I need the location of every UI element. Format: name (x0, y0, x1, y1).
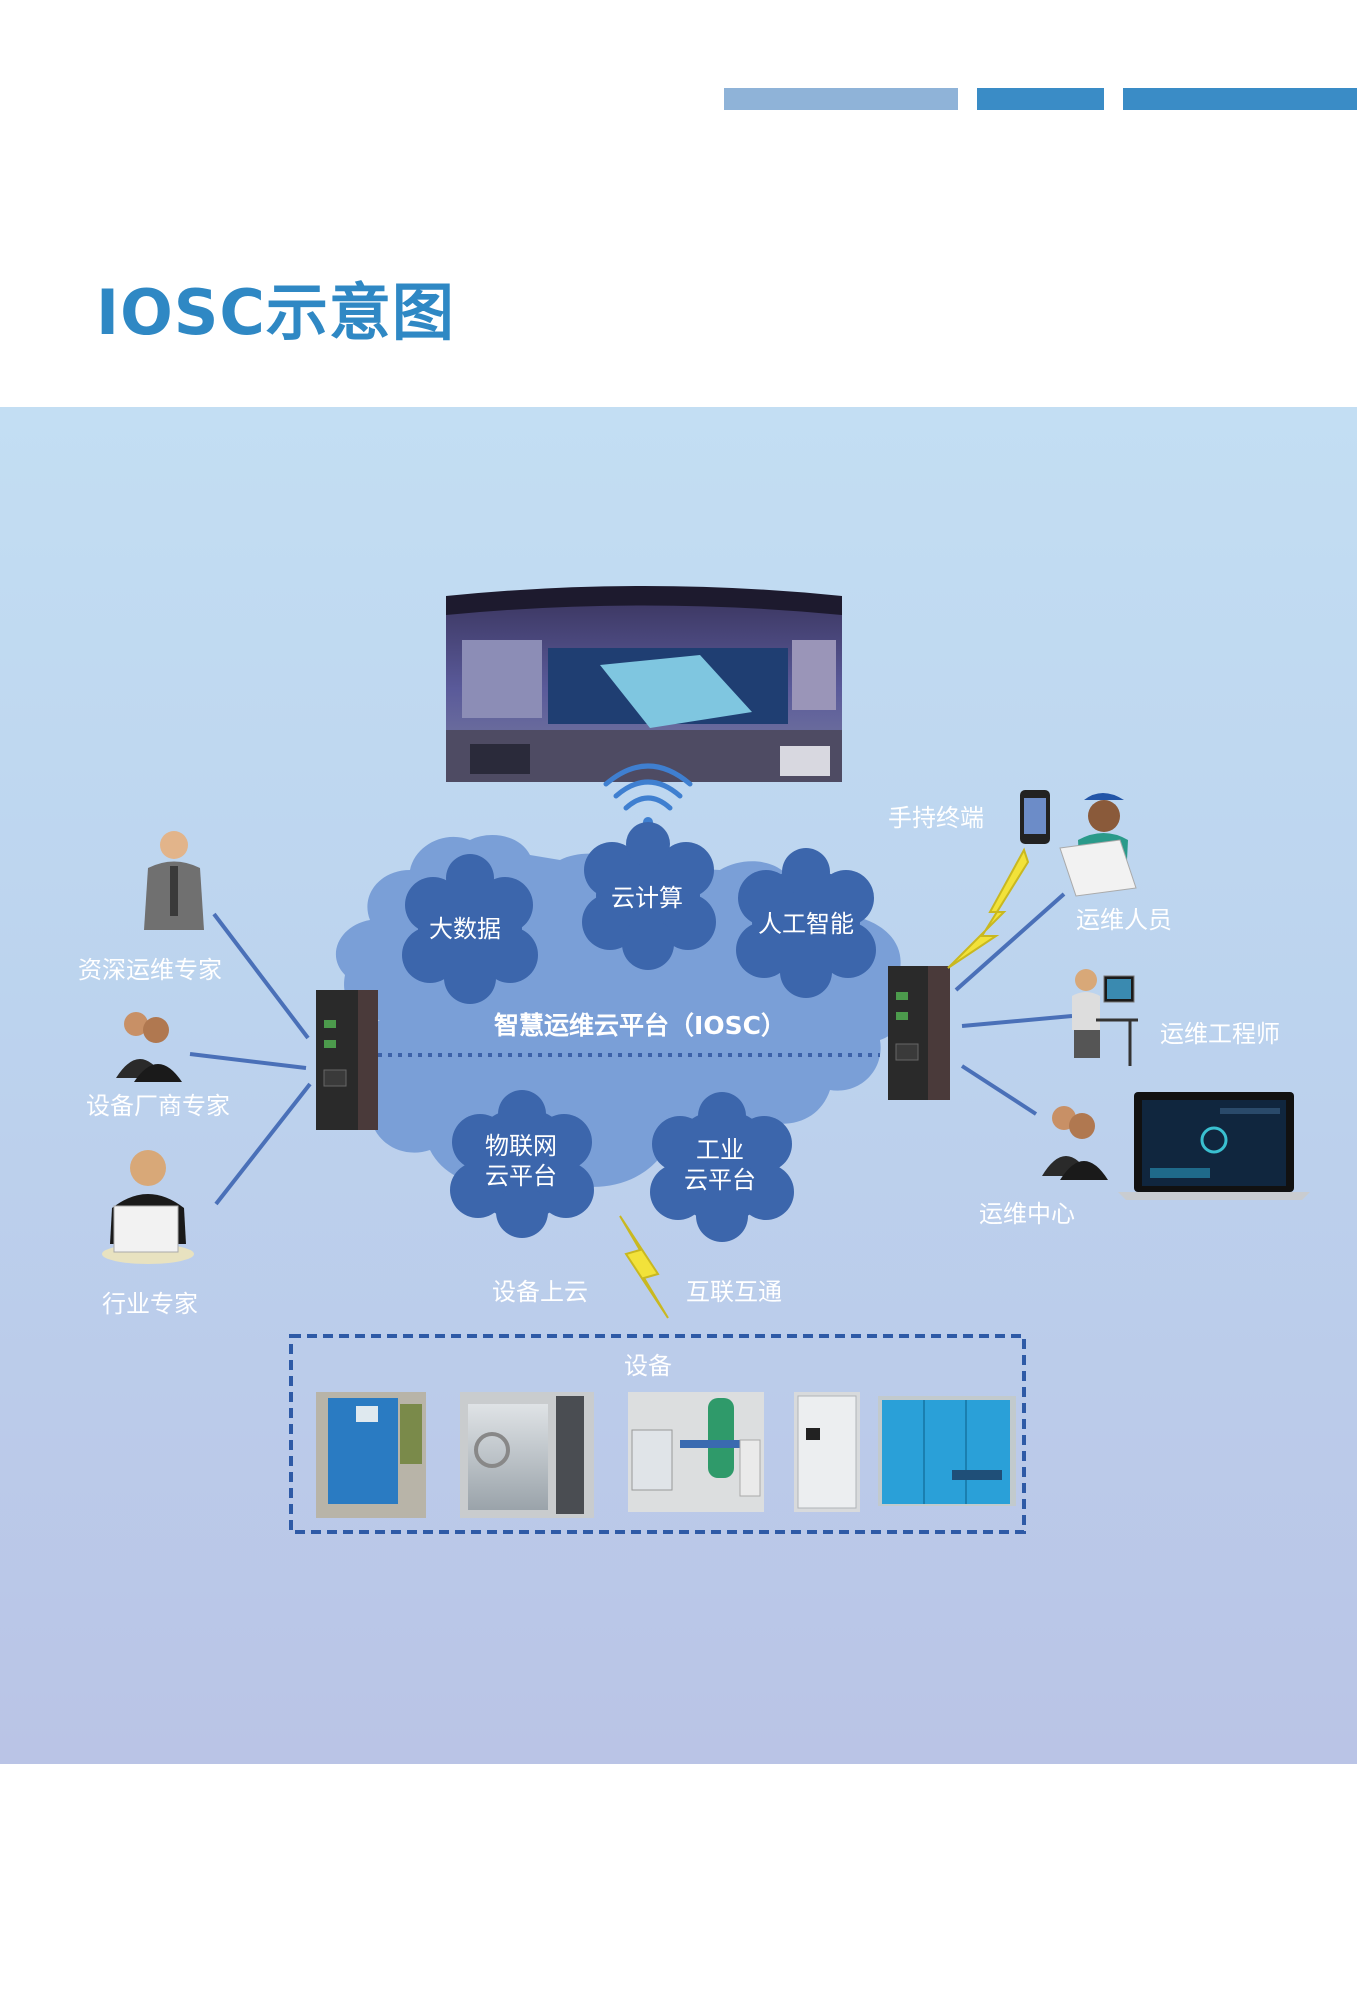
person-icon (102, 1150, 194, 1264)
cloud-bubble-industrial: 工业 云平台 (650, 1092, 794, 1242)
left-person-label: 设备厂商专家 (86, 1092, 230, 1120)
device-link-right-label: 互联互通 (686, 1278, 782, 1306)
cloud-top-label: 云计算 (611, 884, 683, 912)
devices-box (289, 1334, 1026, 1534)
cloud-bottom-line2: 云平台 (684, 1166, 756, 1194)
laptop-icon (1118, 1092, 1310, 1200)
header-bar-2 (977, 88, 1104, 110)
handheld-label: 手持终端 (888, 804, 984, 832)
gateway-device-icon (888, 966, 950, 1100)
ops-staff-label: 运维人员 (1076, 906, 1172, 934)
person-icon (1072, 969, 1138, 1066)
device-photo (460, 1392, 594, 1518)
person-icon (116, 1012, 182, 1082)
lightning-icon (619, 1215, 669, 1319)
ops-center-label: 运维中心 (979, 1200, 1075, 1228)
person-icon (144, 831, 204, 930)
smartphone-icon (1020, 790, 1050, 844)
cloud-top-label: 大数据 (429, 915, 501, 943)
cloud-bottom-line1: 工业 (696, 1136, 744, 1164)
left-connections (189, 912, 312, 1206)
person-icon (1042, 1106, 1108, 1180)
cloud-top-label: 人工智能 (758, 910, 854, 938)
device-link-left-label: 设备上云 (492, 1278, 588, 1306)
device-photo (316, 1392, 426, 1518)
platform-label: 智慧运维云平台（IOSC） (494, 1011, 786, 1040)
cloud-bottom-line2: 云平台 (485, 1162, 557, 1190)
control-room-image (446, 586, 842, 782)
gateway-device-icon (316, 990, 378, 1130)
cloud-bubble-iot: 物联网 云平台 (450, 1090, 594, 1238)
person-icon (1059, 793, 1137, 897)
page-title: IOSC示意图 (96, 276, 455, 349)
lightning-icon (947, 847, 1030, 969)
cloud-bubble-cloudcomputing: 云计算 (582, 822, 716, 970)
devices-title: 设备 (624, 1352, 672, 1380)
header-bar-1 (724, 88, 958, 110)
header-bar-3 (1123, 88, 1357, 110)
ops-engineer-label: 运维工程师 (1160, 1020, 1280, 1048)
cloud-bubble-ai: 人工智能 (736, 848, 876, 998)
right-connections (954, 892, 1073, 1116)
cloud-bubble-bigdata: 大数据 (402, 854, 538, 1004)
left-person-label: 资深运维专家 (78, 956, 222, 984)
left-person-label: 行业专家 (102, 1290, 198, 1318)
device-photo (628, 1392, 764, 1512)
device-photo (878, 1396, 1016, 1506)
device-photo (794, 1392, 860, 1512)
cloud-bottom-line1: 物联网 (485, 1132, 557, 1160)
